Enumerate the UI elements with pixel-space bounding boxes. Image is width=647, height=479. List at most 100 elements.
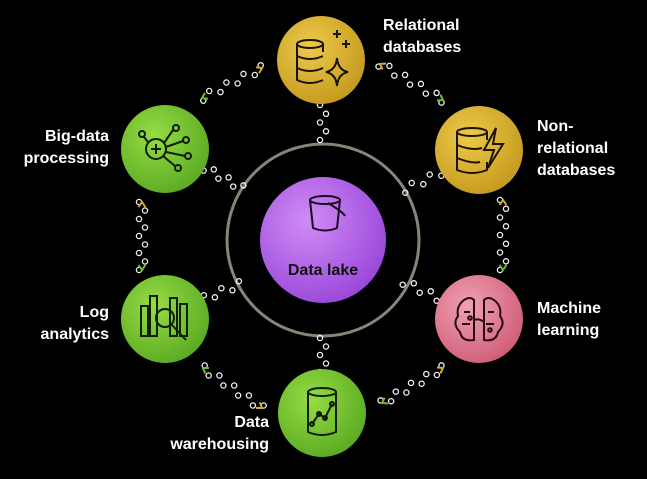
- chain-link: [496, 231, 504, 239]
- chain-link: [402, 189, 409, 196]
- chain-arrowhead: [137, 200, 147, 208]
- chain-arrowhead: [200, 92, 209, 100]
- chain-link: [229, 287, 236, 294]
- label-big-data-processing: Big-data processing: [23, 128, 109, 167]
- chain-link: [406, 81, 414, 88]
- node-relational-databases: [277, 16, 365, 104]
- chain-link: [135, 232, 143, 240]
- chain-link: [316, 136, 324, 144]
- chain-link: [245, 392, 253, 399]
- chain-link: [223, 79, 230, 86]
- chain-link: [234, 80, 241, 87]
- chain-link: [217, 88, 224, 96]
- chain-relational-bigdata: [200, 62, 264, 104]
- chain-link: [234, 392, 242, 399]
- chain-arrowhead: [498, 264, 508, 272]
- chain-link: [433, 371, 441, 379]
- chain-link: [218, 284, 225, 292]
- chain-link: [410, 280, 418, 287]
- chain-arrowhead: [256, 402, 264, 409]
- database-sparkle-icon: [296, 30, 350, 87]
- chain-link: [316, 351, 324, 359]
- chain-link: [322, 343, 330, 350]
- node-big-data-processing: [121, 105, 209, 193]
- center-label: Data lake: [288, 262, 358, 279]
- chain-link: [141, 241, 149, 248]
- chain-link: [392, 388, 400, 395]
- chain-link: [240, 70, 247, 78]
- chain-link: [230, 382, 238, 389]
- label-relational-databases: Relational databases: [383, 17, 462, 56]
- chain-link: [141, 258, 149, 265]
- chain-link: [216, 372, 223, 379]
- chain-link: [235, 277, 243, 285]
- chain-link: [229, 183, 237, 190]
- chain-arrowhead: [436, 366, 445, 374]
- chain-center-nonrelational: [402, 171, 445, 196]
- chain-link: [322, 128, 330, 135]
- chain-link: [249, 402, 257, 409]
- chain-link: [386, 62, 393, 70]
- chain-arrowhead: [201, 367, 209, 374]
- node-data-warehousing: [278, 369, 366, 457]
- chain-relational-nonrelational: [375, 62, 445, 106]
- chain-link: [417, 80, 425, 88]
- chain-center-warehousing: [316, 334, 330, 376]
- chain-link: [205, 372, 212, 379]
- chain-link: [416, 289, 423, 296]
- label-non-relational-databases: Non- relational databases: [537, 118, 616, 179]
- chain-link: [387, 397, 395, 405]
- chain-link: [426, 171, 433, 178]
- chain-link: [423, 370, 430, 378]
- chain-link: [433, 89, 440, 97]
- chain-link: [502, 258, 510, 265]
- chain-arrowhead: [436, 94, 445, 102]
- chain-link: [401, 71, 409, 79]
- chain-link: [220, 382, 227, 389]
- chain-link: [418, 380, 425, 387]
- chain-link: [502, 240, 510, 248]
- chain-link: [316, 119, 324, 126]
- center-node-data-lake: Data lake: [260, 177, 386, 303]
- chain-link: [502, 205, 510, 213]
- chain-warehousing-log: [201, 362, 267, 409]
- chain-log-bigdata: [135, 198, 149, 274]
- label-log-analytics: Log analytics: [40, 304, 109, 343]
- node-non-relational-databases: [435, 106, 523, 194]
- chain-center-bigdata: [200, 166, 247, 190]
- node-machine-learning: [435, 275, 523, 363]
- chain-link: [422, 90, 430, 97]
- chain-arrowhead: [378, 62, 387, 70]
- chain-link: [399, 281, 406, 288]
- chain-link: [407, 379, 415, 387]
- label-machine-learning: Machine learning: [537, 300, 602, 339]
- neural-brain-icon: [454, 297, 504, 342]
- chain-center-relational: [316, 101, 330, 144]
- chain-link: [496, 249, 504, 256]
- chain-link: [316, 334, 324, 342]
- chain-link: [225, 174, 232, 181]
- chain-ml-warehousing: [377, 362, 445, 405]
- chain-link: [141, 224, 149, 231]
- chain-link: [135, 215, 143, 223]
- chain-arrowhead: [255, 66, 264, 74]
- chain-link: [211, 294, 219, 301]
- magnifier-chart-icon: [140, 295, 188, 341]
- chain-link: [427, 288, 435, 295]
- chain-link: [240, 182, 247, 189]
- chain-link: [215, 175, 222, 182]
- database-chart-icon: [307, 387, 337, 436]
- chain-link: [502, 223, 510, 230]
- chain-nonrelational-ml: [496, 196, 510, 274]
- chain-link: [205, 87, 213, 95]
- connector-chains: [135, 62, 510, 409]
- chain-center-ml: [399, 280, 440, 304]
- chain-link: [391, 72, 398, 79]
- chain-arrowhead: [498, 198, 508, 206]
- chain-arrowhead: [137, 264, 147, 272]
- chain-link: [408, 179, 415, 187]
- bucket-icon: [309, 195, 346, 232]
- chain-link: [322, 110, 330, 118]
- chain-link: [141, 207, 149, 214]
- chain-link: [210, 166, 218, 173]
